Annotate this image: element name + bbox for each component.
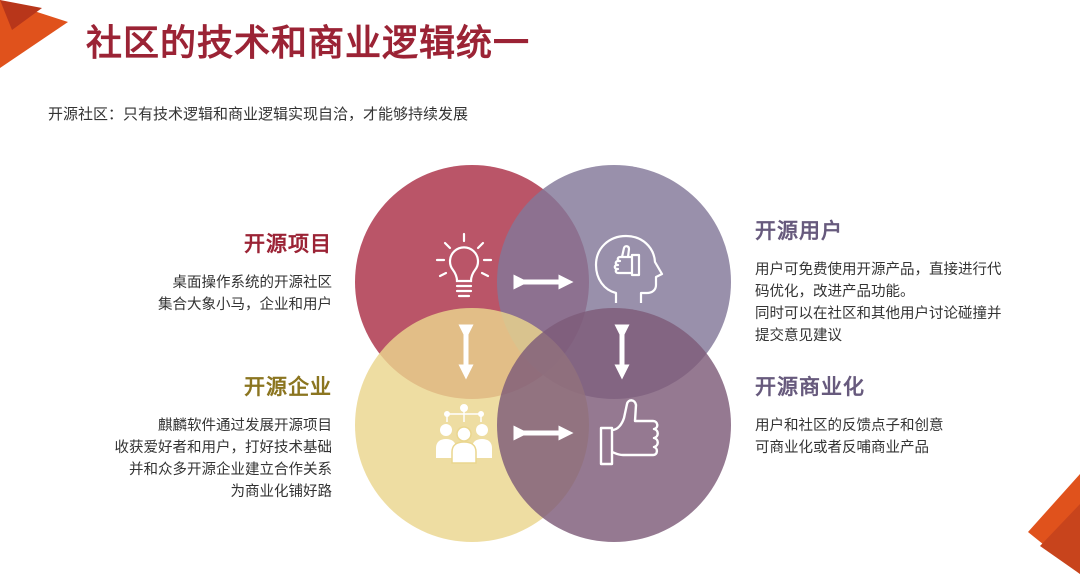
text-line: 用户和社区的反馈点子和创意: [755, 418, 944, 434]
page-subtitle: 开源社区：只有技术逻辑和商业逻辑实现自洽，才能够持续发展: [48, 105, 469, 123]
block-title-open-source-project: 开源项目: [244, 232, 332, 256]
text-line: 为商业化铺好路: [230, 484, 333, 500]
block-text-open-source-user: 用户可免费使用开源产品，直接进行代 码优化，改进产品功能。 同时可以在社区和其他…: [755, 259, 1065, 347]
block-open-source-enterprise: 开源企业 麒麟软件通过发展开源项目 收获爱好者和用户，打好技术基础 并和众多开源…: [32, 371, 333, 503]
text-line: 桌面操作系统的开源社区: [172, 275, 333, 291]
block-title-open-source-enterprise: 开源企业: [244, 375, 332, 399]
thumbs-up-icon: [599, 399, 659, 466]
block-text-open-source-commercialization: 用户和社区的反馈点子和创意 可商业化或者反哺商业产品: [755, 415, 1065, 459]
block-open-source-user: 开源用户 用户可免费使用开源产品，直接进行代 码优化，改进产品功能。 同时可以在…: [755, 215, 1065, 347]
text-line: 用户可免费使用开源产品，直接进行代: [755, 262, 1002, 278]
corner-decoration-top-left: [0, 0, 68, 68]
text-line: 可商业化或者反哺商业产品: [755, 440, 929, 456]
page-title: 社区的技术和商业逻辑统一: [86, 23, 531, 64]
block-text-open-source-enterprise: 麒麟软件通过发展开源项目 收获爱好者和用户，打好技术基础 并和众多开源企业建立合…: [32, 415, 333, 503]
text-line: 并和众多开源企业建立合作关系: [129, 462, 332, 478]
lightbulb-icon: [435, 232, 493, 298]
block-title-open-source-user: 开源用户: [755, 219, 843, 243]
text-line: 码优化，改进产品功能。: [755, 284, 915, 300]
text-line: 收获爱好者和用户，打好技术基础: [114, 440, 333, 456]
text-line: 麒麟软件通过发展开源项目: [158, 418, 332, 434]
text-line: 集合大象小马，企业和用户: [158, 297, 332, 313]
corner-decoration-bottom-right: [1028, 474, 1080, 574]
block-open-source-project: 开源项目 桌面操作系统的开源社区 集合大象小马，企业和用户: [32, 228, 332, 316]
block-open-source-commercialization: 开源商业化 用户和社区的反馈点子和创意 可商业化或者反哺商业产品: [755, 371, 1065, 459]
text-line: 同时可以在社区和其他用户讨论碰撞并: [755, 306, 1002, 322]
head-thumb-icon: [594, 234, 664, 303]
text-line: 提交意见建议: [755, 328, 842, 344]
team-network-icon: [436, 404, 492, 464]
circle-open-source-commercialization: [497, 308, 731, 542]
block-title-open-source-commercialization: 开源商业化: [755, 375, 865, 399]
block-text-open-source-project: 桌面操作系统的开源社区 集合大象小马，企业和用户: [32, 272, 332, 316]
